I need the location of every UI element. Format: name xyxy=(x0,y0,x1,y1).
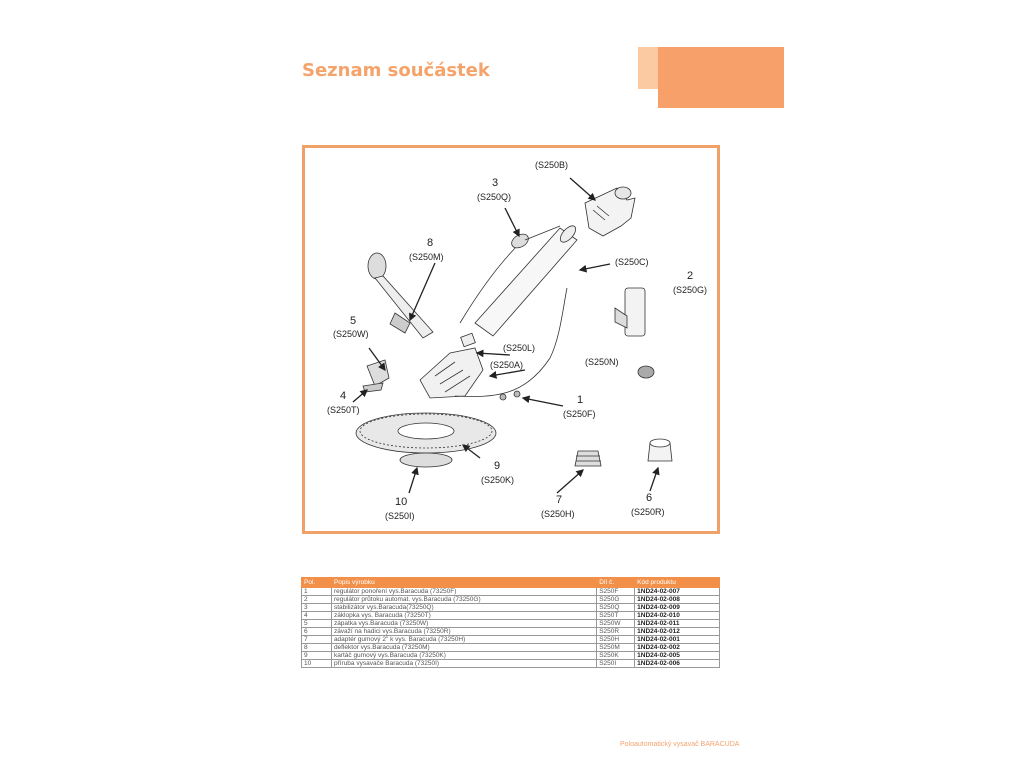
label-s250w: (S250W) xyxy=(333,329,369,339)
cell-pol: 10 xyxy=(301,659,332,668)
label-s250b: (S250B) xyxy=(535,160,569,170)
cell-kod: 1ND24-02-005 xyxy=(634,651,720,660)
label-number-3: 3 xyxy=(492,177,499,189)
cell-pol: 8 xyxy=(301,643,332,652)
part-s250m-drawing xyxy=(367,252,434,339)
cell-dil: S250Q xyxy=(596,603,636,612)
cell-popis: záklopka vys. Baracuda (73250T) xyxy=(330,611,598,620)
header-dil: Díl č. xyxy=(596,577,636,588)
label-number-6: 6 xyxy=(646,492,653,504)
label-s250l: (S250L) xyxy=(503,343,536,353)
cell-kod: 1ND24-02-009 xyxy=(634,603,720,612)
label-number-1: 1 xyxy=(577,394,584,406)
label-number-5: 5 xyxy=(350,315,357,327)
label-s250m: (S250M) xyxy=(409,252,444,262)
cell-pol: 9 xyxy=(301,651,332,660)
label-s250i: (S250I) xyxy=(385,511,415,521)
label-s250r: (S250R) xyxy=(631,507,665,517)
part-s250g-drawing xyxy=(614,287,646,337)
exploded-view-drawing xyxy=(352,177,673,494)
cell-kod: 1ND24-02-010 xyxy=(634,611,720,620)
part-s250h-drawing xyxy=(574,450,602,467)
label-number-9: 9 xyxy=(494,460,501,472)
parts-diagram: (S250B) 3 (S250Q) 8 (S250M) (S250C) 2 (S… xyxy=(302,145,720,534)
cell-popis: deflektor vys.Baracuda (73250M) xyxy=(330,643,598,652)
label-number-8: 8 xyxy=(427,237,434,249)
header-kod: Kód produktu xyxy=(634,577,720,588)
cell-pol: 1 xyxy=(301,587,332,596)
label-number-2: 2 xyxy=(687,270,694,282)
cell-pol: 4 xyxy=(301,611,332,620)
cell-pol: 7 xyxy=(301,635,332,644)
label-number-4: 4 xyxy=(340,390,347,402)
cell-popis: regulátor ponoření vys.Baracuda (73250F) xyxy=(330,587,598,596)
label-s250f: (S250F) xyxy=(563,409,596,419)
label-s250q: (S250Q) xyxy=(477,192,512,202)
cell-dil: S250G xyxy=(596,595,636,604)
label-s250k: (S250K) xyxy=(481,475,515,485)
label-s250n: (S250N) xyxy=(585,357,619,367)
label-s250t: (S250T) xyxy=(327,405,360,415)
cell-kod: 1ND24-02-006 xyxy=(634,659,720,668)
footer-text: Poloautomatický vysavač BARACUDA xyxy=(620,741,740,748)
label-s250a: (S250A) xyxy=(490,360,524,370)
cell-kod: 1ND24-02-007 xyxy=(634,587,720,596)
cell-pol: 5 xyxy=(301,619,332,628)
cell-popis: kartáč gumový vys.Baracuda (73250K) xyxy=(330,651,598,660)
cell-dil: S250I xyxy=(596,659,636,668)
cell-kod: 1ND24-02-012 xyxy=(634,627,720,636)
part-s250b-drawing xyxy=(584,186,636,237)
cell-dil: S250R xyxy=(596,627,636,636)
label-s250c: (S250C) xyxy=(615,257,649,267)
cell-pol: 3 xyxy=(301,603,332,612)
cell-pol: 6 xyxy=(301,627,332,636)
cell-popis: příruba vysavače Baracuda (73250I) xyxy=(330,659,598,668)
part-s250k-drawing xyxy=(355,412,497,454)
cell-popis: stabilizátor vys.Baracuda(73250Q) xyxy=(330,603,598,612)
label-s250g: (S250G) xyxy=(673,285,708,295)
cell-popis: regulátor průtoku automat. vys.Baracuda … xyxy=(330,595,598,604)
label-s250h: (S250H) xyxy=(541,509,575,519)
cell-dil: S250K xyxy=(596,651,636,660)
cell-dil: S250T xyxy=(596,611,636,620)
cell-dil: S250M xyxy=(596,643,636,652)
part-s250r-drawing xyxy=(647,438,673,462)
cell-dil: S250W xyxy=(596,619,636,628)
part-s250c-drawing xyxy=(474,225,578,337)
cell-dil: S250H xyxy=(596,635,636,644)
header-pol: Pol. xyxy=(301,577,332,588)
cell-kod: 1ND24-02-002 xyxy=(634,643,720,652)
cell-popis: zápatka vys.Baracuda (73250W) xyxy=(330,619,598,628)
parts-table: Pol. Popis výrobku Díl č. Kód produktu 1… xyxy=(301,577,720,668)
cell-kod: 1ND24-02-008 xyxy=(634,595,720,604)
cell-dil: S250F xyxy=(596,587,636,596)
part-s250q-drawing xyxy=(459,225,561,324)
page-title: Seznam součástek xyxy=(302,60,490,81)
header-popis: Popis výrobku xyxy=(330,577,598,588)
cell-popis: závaží na hadici vys.Baracuda (73250R) xyxy=(330,627,598,636)
table-header-row: Pol. Popis výrobku Díl č. Kód produktu xyxy=(301,577,720,588)
cell-pol: 2 xyxy=(301,595,332,604)
cell-popis: adaptér gumový 2" k vys. Baracuda (73250… xyxy=(330,635,598,644)
decorative-block-dark xyxy=(658,47,784,108)
cell-kod: 1ND24-02-001 xyxy=(634,635,720,644)
label-number-10: 10 xyxy=(395,496,408,508)
part-s250a-drawing xyxy=(419,347,484,399)
cell-kod: 1ND24-02-011 xyxy=(634,619,720,628)
label-number-7: 7 xyxy=(556,494,563,506)
